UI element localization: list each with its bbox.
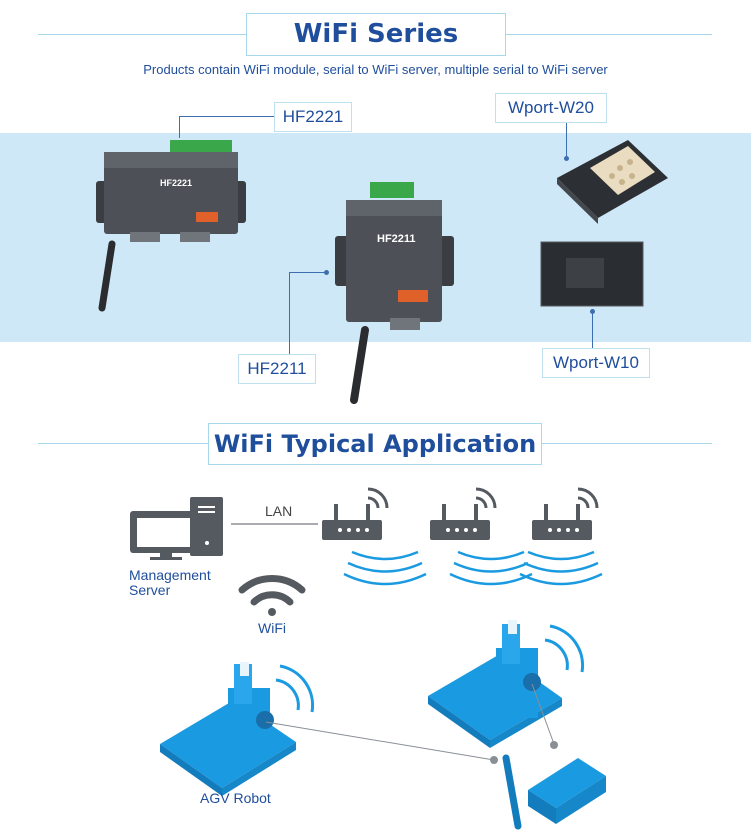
server-label-line2: Server bbox=[129, 582, 171, 598]
wport-w20-label: Wport-W20 bbox=[495, 93, 607, 123]
connection-dot bbox=[490, 756, 498, 764]
hf2221-device-image: HF2221 bbox=[96, 140, 246, 312]
hf2211-device-label: HF2211 bbox=[377, 233, 416, 245]
router-icon bbox=[430, 487, 497, 540]
router-icon bbox=[322, 487, 389, 540]
wport-w20-leader-dot bbox=[564, 156, 569, 161]
wport-w10-label: Wport-W10 bbox=[542, 348, 650, 378]
hf2221-leader-line bbox=[179, 116, 274, 117]
agv-robot-label: AGV Robot bbox=[200, 790, 271, 806]
serial-server-device-image bbox=[502, 754, 606, 830]
hf2221-device-label: HF2221 bbox=[160, 178, 192, 188]
wifi-signal-icon bbox=[238, 575, 306, 616]
connection-line bbox=[531, 683, 555, 745]
page-subtitle: Products contain WiFi module, serial to … bbox=[143, 62, 608, 77]
server-label-line1: Management bbox=[129, 567, 211, 583]
wport-w10-leader-line bbox=[592, 311, 593, 348]
application-title: WiFi Typical Application bbox=[208, 423, 542, 465]
hf2211-leader-line bbox=[289, 272, 290, 354]
hf2211-leader-line bbox=[289, 272, 326, 273]
management-server-icon bbox=[130, 497, 223, 560]
wport-w10-module-image bbox=[540, 241, 644, 307]
router-icon bbox=[532, 487, 599, 540]
hf2211-device-image: HF2211 bbox=[335, 182, 454, 404]
wport-w20-leader-line bbox=[566, 121, 567, 159]
connection-dot bbox=[550, 741, 558, 749]
lan-label: LAN bbox=[265, 503, 293, 519]
hf2211-leader-dot bbox=[324, 270, 329, 275]
agv-robot-right-image bbox=[428, 620, 585, 748]
management-server-label: Management Server bbox=[129, 568, 211, 598]
connection-line bbox=[265, 721, 495, 761]
agv-robot-left-image bbox=[160, 662, 315, 796]
page-title: WiFi Series bbox=[246, 13, 506, 56]
wifi-coverage-waves bbox=[343, 550, 603, 586]
wport-w20-module-image bbox=[557, 140, 668, 224]
hf2211-label: HF2211 bbox=[238, 354, 316, 384]
wifi-label: WiFi bbox=[258, 620, 286, 636]
hf2221-leader-line bbox=[179, 116, 180, 138]
wport-w10-leader-dot bbox=[590, 309, 595, 314]
hf2221-label: HF2221 bbox=[274, 102, 352, 132]
